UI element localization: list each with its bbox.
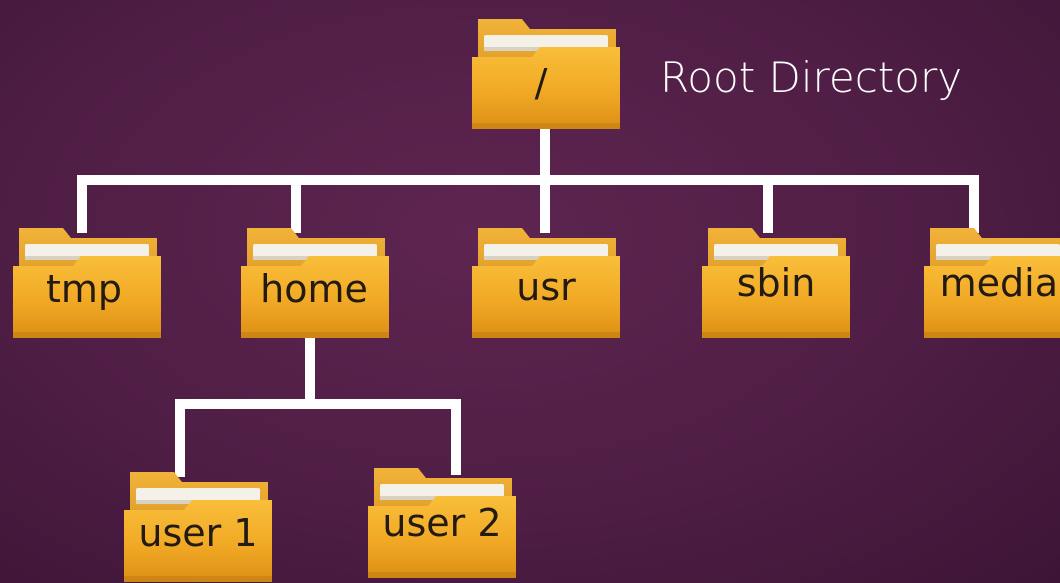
folder-sbin-label: sbin [737, 261, 816, 305]
folder-media-label: media [940, 261, 1058, 305]
folder-sbin[interactable]: sbin [702, 228, 850, 338]
folder-user-1-label: user 1 [138, 511, 257, 555]
folder-user-2[interactable]: user 2 [368, 468, 516, 578]
folder-home[interactable]: home [241, 228, 389, 338]
folder-user-2-label: user 2 [382, 501, 501, 545]
root-directory-caption: Root Directory [660, 53, 962, 102]
folder-home-label: home [260, 267, 368, 311]
folder-root[interactable]: / [472, 19, 620, 129]
folder-usr-label: usr [516, 265, 576, 309]
folder-user-1[interactable]: user 1 [124, 472, 272, 582]
folder-usr[interactable]: usr [472, 228, 620, 338]
folder-tmp-label: tmp [46, 267, 122, 311]
tree-connectors [77, 125, 979, 477]
folder-media[interactable]: media [924, 228, 1060, 338]
folder-root-label: / [535, 61, 548, 105]
folder-tmp[interactable]: tmp [13, 228, 161, 338]
